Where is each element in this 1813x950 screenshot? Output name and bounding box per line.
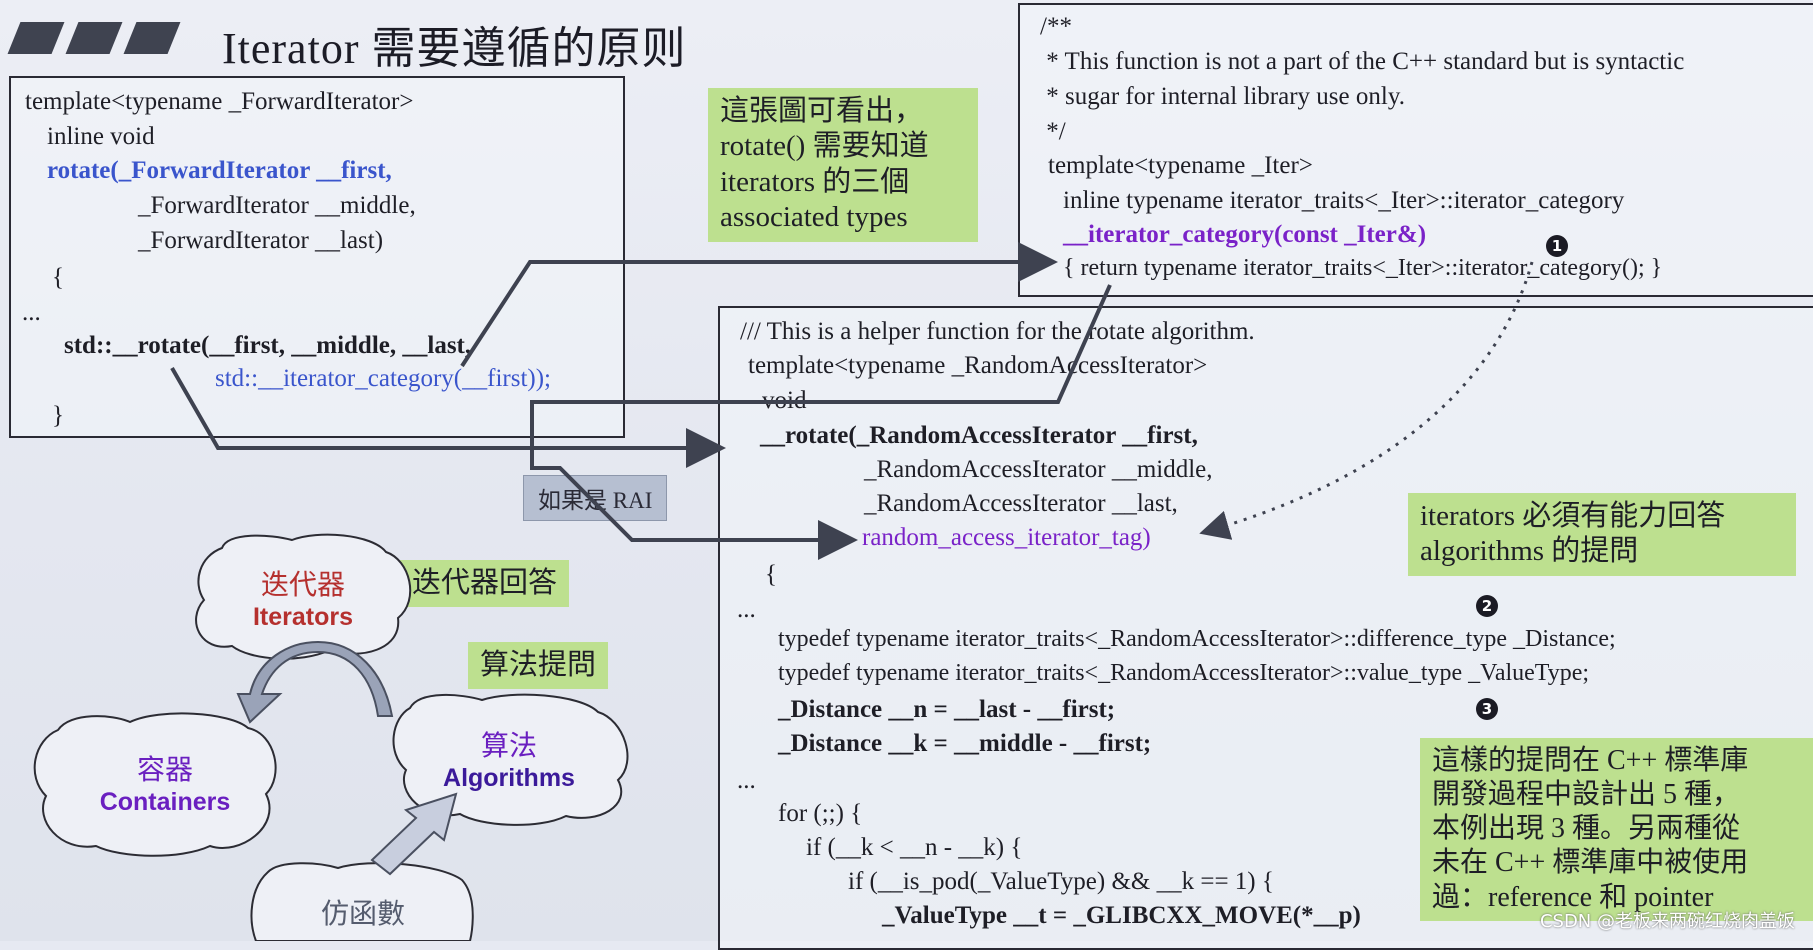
code-line: ... bbox=[737, 767, 756, 794]
badge-three: 3 bbox=[1476, 698, 1498, 720]
top-right-code-box bbox=[1018, 3, 1813, 297]
code-line: { bbox=[765, 561, 777, 588]
note-line: algorithms 的提問 bbox=[1420, 535, 1639, 568]
code-line: _ForwardIterator __last) bbox=[138, 227, 384, 254]
code-line: rotate(_ForwardIterator __first, bbox=[47, 157, 392, 184]
code-line: template<typename _ForwardIterator> bbox=[25, 88, 414, 115]
note-line: 本例出現 3 種。另兩種從 bbox=[1432, 813, 1741, 845]
functors-cloud bbox=[250, 862, 474, 941]
note-line: iterators 的三個 bbox=[720, 165, 910, 198]
note-iterator-answer: 迭代器回答 bbox=[400, 560, 570, 608]
note-line: 未在 C++ 標準庫中被使用 bbox=[1432, 847, 1749, 879]
note-line: 過：reference 和 pointer bbox=[1432, 881, 1714, 913]
code-line: { bbox=[52, 264, 64, 291]
code-line: /** bbox=[1040, 13, 1072, 40]
code-line: if (__k < __n - __k) { bbox=[806, 834, 1023, 861]
code-line: _RandomAccessIterator __middle, bbox=[864, 456, 1213, 483]
cloud-zh: 容器 bbox=[136, 754, 193, 785]
cloud-en: Containers bbox=[99, 788, 231, 816]
chip-if-rai: 如果是 RAI bbox=[523, 475, 668, 521]
code-line: inline void bbox=[47, 123, 155, 150]
dotted-arrow-answer bbox=[1199, 261, 1534, 540]
code-line: random_access_iterator_tag) bbox=[862, 524, 1151, 551]
slide-title: Iterator 需要遵循的原则 bbox=[222, 24, 687, 73]
up-arrow-icon bbox=[370, 792, 458, 876]
code-line: _ValueType __t = _GLIBCXX_MOVE(*__p) bbox=[882, 902, 1361, 929]
algorithms-label: 算法 Algorithms bbox=[428, 724, 590, 793]
note-line: iterators 必須有能力回答 bbox=[1420, 500, 1726, 532]
cloud-zh: 迭代器 bbox=[260, 569, 345, 600]
arrow-to-iterator-category bbox=[460, 242, 1058, 368]
code-line: _Distance __k = __middle - __first; bbox=[778, 730, 1152, 757]
code-line: } bbox=[52, 402, 64, 429]
cloud-zh: 算法 bbox=[480, 730, 537, 761]
badge-one: 1 bbox=[1546, 235, 1568, 257]
cloud-en: Algorithms bbox=[443, 764, 575, 792]
badge-two: 2 bbox=[1476, 595, 1498, 617]
code-line: /// This is a helper function for the ro… bbox=[740, 318, 1255, 345]
containers-label: 容器 Containers bbox=[80, 748, 250, 817]
iterators-label: 迭代器 Iterators bbox=[228, 563, 378, 632]
arrow-to-random-access-tag bbox=[530, 284, 1112, 560]
note-rotate-types: 這張圖可看出， rotate() 需要知道 iterators 的三個 asso… bbox=[708, 88, 978, 242]
code-line: _Distance __n = __last - __first; bbox=[778, 696, 1116, 723]
watermark: CSDN @老板来两碗红烧肉盖饭 bbox=[1539, 911, 1795, 932]
cloud-en: Iterators bbox=[252, 603, 354, 631]
code-line: std::__iterator_category(__first)); bbox=[215, 365, 551, 392]
left-code-box bbox=[9, 76, 625, 438]
code-line: __iterator_category(const _Iter&) bbox=[1063, 221, 1427, 248]
code-line: ... bbox=[22, 299, 41, 326]
code-line: * This function is not a part of the C++… bbox=[1040, 48, 1685, 75]
curved-arrow-icon bbox=[236, 640, 394, 724]
containers-cloud bbox=[33, 712, 277, 857]
note-line: 開發過程中設計出 5 種， bbox=[1432, 779, 1741, 811]
note-line: associated types bbox=[720, 201, 908, 234]
code-line: { return typename iterator_traits<_Iter>… bbox=[1063, 255, 1663, 281]
code-line: template<typename _Iter> bbox=[1048, 152, 1313, 179]
code-line: */ bbox=[1040, 118, 1066, 145]
code-line: std::__rotate(__first, __middle, __last, bbox=[64, 332, 472, 359]
code-line: ... bbox=[737, 596, 756, 623]
code-line: __rotate(_RandomAccessIterator __first, bbox=[760, 422, 1198, 449]
functors-label: 仿函數 bbox=[288, 892, 438, 932]
note-line: 這張圖可看出， bbox=[720, 95, 924, 127]
algorithms-cloud bbox=[392, 693, 629, 826]
code-line: _RandomAccessIterator __last, bbox=[864, 490, 1178, 517]
code-line: typedef typename iterator_traits<_Random… bbox=[778, 626, 1616, 652]
note-line: 這樣的提問在 C++ 標準庫 bbox=[1432, 745, 1749, 776]
iterators-cloud bbox=[195, 533, 412, 660]
cloud-zh: 仿函數 bbox=[320, 898, 405, 929]
note-must-answer: iterators 必須有能力回答 algorithms 的提問 bbox=[1408, 493, 1796, 576]
code-line: _ForwardIterator __middle, bbox=[138, 192, 416, 219]
note-line: rotate() 需要知道 bbox=[720, 130, 929, 163]
code-line: inline typename iterator_traits<_Iter>::… bbox=[1063, 187, 1625, 214]
code-line: * sugar for internal library use only. bbox=[1040, 83, 1405, 110]
code-line: if (__is_pod(_ValueType) && __k == 1) { bbox=[848, 868, 1274, 895]
code-line: for (;;) { bbox=[778, 800, 863, 827]
arrow-to-rotate-helper bbox=[170, 367, 726, 468]
note-algo-ask: 算法提問 bbox=[468, 642, 609, 690]
note-five-types: 這樣的提問在 C++ 標準庫 開發過程中設計出 5 種， 本例出現 3 種。另兩… bbox=[1420, 738, 1813, 921]
code-line: typedef typename iterator_traits<_Random… bbox=[778, 660, 1590, 686]
